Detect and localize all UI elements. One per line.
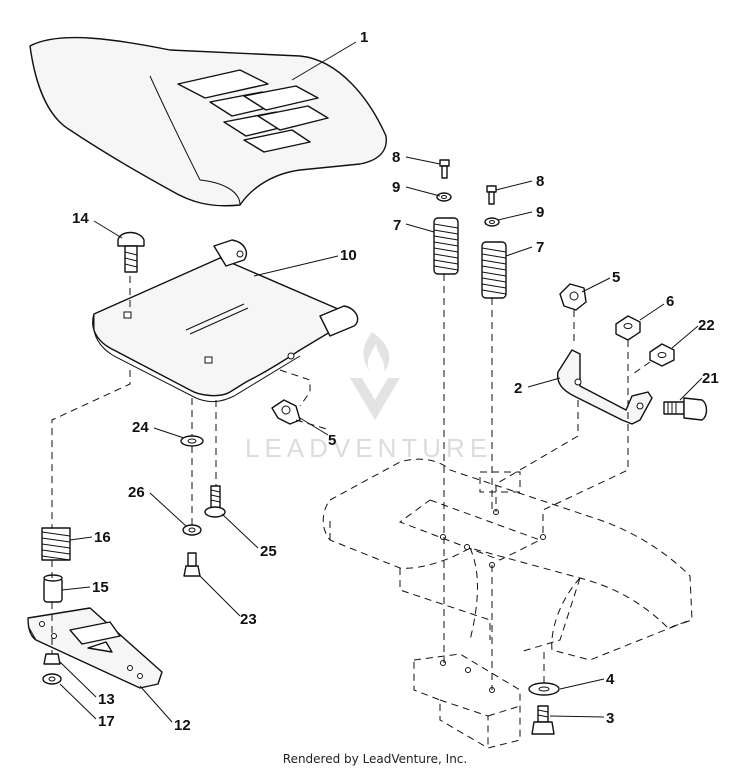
part-clip-left bbox=[271, 399, 301, 425]
callout-24: 24 bbox=[132, 419, 149, 436]
callout-3: 3 bbox=[606, 710, 614, 727]
part-shoulder-bolt-21 bbox=[663, 397, 708, 421]
callout-numbers: 1 2 3 4 5 5 6 7 7 8 8 9 9 10 12 13 14 15… bbox=[72, 29, 719, 734]
part-seat-bracket-2 bbox=[556, 349, 653, 425]
callout-9-right: 9 bbox=[536, 204, 544, 221]
callout-8-right: 8 bbox=[536, 173, 544, 190]
callout-2: 2 bbox=[514, 380, 522, 397]
frame-reference bbox=[322, 458, 693, 749]
callout-7-right: 7 bbox=[536, 239, 544, 256]
part-nut-6 bbox=[615, 315, 641, 341]
watermark-logo: LEADVENTURE bbox=[245, 332, 492, 463]
callout-leaders bbox=[59, 41, 703, 723]
callout-22: 22 bbox=[698, 317, 715, 334]
part-spring-16 bbox=[41, 527, 71, 561]
footer-credit: Rendered by LeadVenture, Inc. bbox=[282, 752, 468, 766]
callout-9-left: 9 bbox=[392, 179, 400, 196]
callout-5-right: 5 bbox=[612, 269, 620, 286]
part-nut-13 bbox=[43, 653, 61, 665]
part-washer-9-left bbox=[436, 192, 452, 202]
callout-8-left: 8 bbox=[392, 149, 400, 166]
callout-12: 12 bbox=[174, 717, 191, 734]
part-bolt-23 bbox=[183, 552, 201, 577]
part-carriage-bolt bbox=[117, 231, 145, 273]
callout-6: 6 bbox=[666, 293, 674, 310]
part-nut-22 bbox=[649, 343, 675, 367]
part-seat-pan bbox=[92, 239, 359, 403]
callout-14: 14 bbox=[72, 210, 89, 227]
callout-25: 25 bbox=[260, 543, 277, 560]
callout-4: 4 bbox=[606, 671, 615, 688]
part-slide-plate bbox=[27, 607, 163, 689]
part-clip-right bbox=[559, 283, 587, 311]
callout-10: 10 bbox=[340, 247, 357, 264]
part-bolt-25 bbox=[204, 485, 226, 518]
callout-17: 17 bbox=[98, 713, 115, 730]
part-spring-7-left bbox=[433, 217, 459, 275]
alignment-lines bbox=[51, 274, 651, 690]
part-spacer-15 bbox=[43, 574, 63, 603]
part-bolt-3 bbox=[531, 705, 555, 735]
callout-5-left: 5 bbox=[328, 432, 336, 449]
part-lock-washer-26 bbox=[182, 524, 202, 536]
watermark-text: LEADVENTURE bbox=[245, 433, 492, 463]
part-screw-8-left bbox=[439, 159, 450, 179]
callout-1: 1 bbox=[360, 29, 368, 46]
part-spring-7-right bbox=[481, 241, 507, 299]
part-screw-8-right bbox=[486, 185, 497, 205]
callout-7-left: 7 bbox=[393, 217, 401, 234]
callout-13: 13 bbox=[98, 691, 115, 708]
part-washer-4 bbox=[528, 682, 560, 696]
callout-23: 23 bbox=[240, 611, 257, 628]
part-washer-17 bbox=[42, 673, 62, 685]
part-seat bbox=[29, 36, 387, 207]
part-washer-24 bbox=[180, 435, 204, 447]
callout-21: 21 bbox=[702, 370, 719, 387]
callout-16: 16 bbox=[94, 529, 111, 546]
part-washer-9-right bbox=[484, 217, 500, 227]
callout-15: 15 bbox=[92, 579, 109, 596]
callout-26: 26 bbox=[128, 484, 145, 501]
